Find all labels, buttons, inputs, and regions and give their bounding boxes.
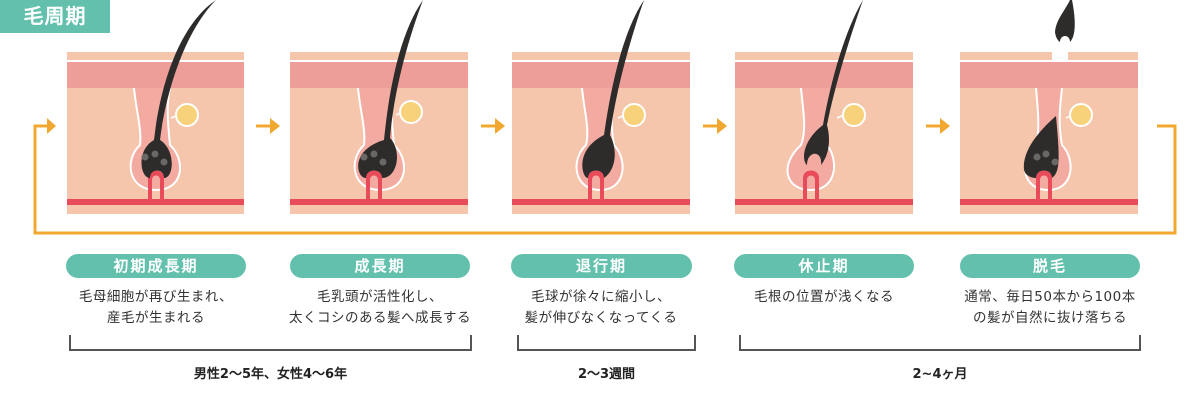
duration-bracket-catagen bbox=[517, 335, 696, 351]
description-line: 毛乳頭が活性化し、 bbox=[317, 289, 443, 305]
stage-illustration-anagen bbox=[290, 0, 470, 230]
stage-illustration-catagen bbox=[512, 0, 692, 230]
stage-description-telogen: 毛根の位置が浅くなる bbox=[724, 287, 924, 308]
stage-illustration-early-anagen bbox=[66, 0, 246, 230]
stage-label-shedding: 脱毛 bbox=[960, 254, 1140, 278]
hair-follicle-illustration bbox=[960, 0, 1138, 214]
duration-label-catagen: 2〜3週間 bbox=[577, 367, 636, 382]
description-line: 髪が伸びなくなってくる bbox=[524, 310, 678, 326]
duration-label-telogen: 2~4ヶ月 bbox=[912, 367, 968, 382]
stage-label-early-anagen: 初期成長期 bbox=[66, 254, 246, 278]
hair-follicle-illustration bbox=[290, 0, 468, 214]
description-line: の髪が自然に抜け落ちる bbox=[973, 310, 1127, 326]
duration-bracket-growth bbox=[69, 335, 472, 351]
stage-illustration-shedding bbox=[960, 0, 1140, 230]
description-line: 毛根の位置が浅くなる bbox=[754, 289, 894, 305]
hair-follicle-illustration bbox=[512, 0, 690, 214]
page-title: 毛周期 bbox=[0, 0, 110, 33]
hair-follicle-illustration bbox=[735, 0, 913, 214]
description-line: 太くコシのある髪へ成長する bbox=[289, 310, 471, 326]
description-line: 毛球が徐々に縮小し、 bbox=[531, 289, 671, 305]
stage-description-catagen: 毛球が徐々に縮小し、 髪が伸びなくなってくる bbox=[501, 287, 701, 329]
stage-description-shedding: 通常、毎日50本から100本 の髪が自然に抜け落ちる bbox=[945, 287, 1155, 329]
hair-follicle-illustration bbox=[67, 0, 244, 214]
stage-label-telogen: 休止期 bbox=[734, 254, 914, 278]
stage-label-catagen: 退行期 bbox=[511, 254, 692, 278]
duration-label-growth: 男性2〜5年、女性4〜6年 bbox=[193, 367, 348, 382]
duration-bracket-telogen bbox=[739, 335, 1141, 351]
description-line: 通常、毎日50本から100本 bbox=[964, 289, 1136, 305]
stage-description-early-anagen: 毛母細胞が再び生まれ、 産毛が生まれる bbox=[56, 287, 256, 329]
description-line: 毛母細胞が再び生まれ、 bbox=[78, 289, 234, 305]
stage-label-anagen: 成長期 bbox=[290, 254, 470, 278]
description-line: 産毛が生まれる bbox=[107, 310, 205, 326]
stage-description-anagen: 毛乳頭が活性化し、 太くコシのある髪へ成長する bbox=[270, 287, 490, 329]
stage-illustration-telogen bbox=[735, 0, 915, 230]
